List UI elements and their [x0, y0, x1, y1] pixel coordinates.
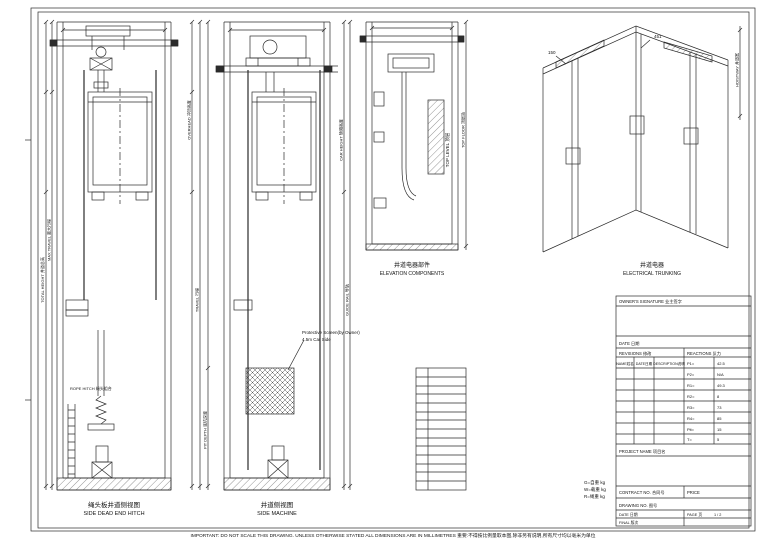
reaction-row-value: 42.5	[717, 361, 726, 366]
reaction-row-value: 5	[717, 437, 720, 442]
reaction-row-value: 85	[717, 416, 722, 421]
view-electrical-trunking	[542, 25, 729, 253]
reaction-row-label: Pit=	[687, 427, 695, 432]
note-car-side: 4.5m Car Side	[302, 337, 331, 342]
reaction-row-label: P2=	[687, 372, 695, 377]
sheet-border	[25, 7, 756, 532]
titleblock-pages-label: PAGE 页	[687, 512, 702, 517]
dim-label-max-travel: MAX TRAVEL 最大行程	[46, 219, 52, 261]
weights-line-3: R=绳重 kg	[584, 493, 605, 499]
titleblock-contract-no: CONTRACT NO. 合同号	[619, 489, 665, 496]
titleblock-final: FINAL 版次	[619, 520, 638, 525]
dim-number-150: 150	[548, 50, 556, 55]
reaction-row-label: T=	[687, 437, 692, 442]
rev-col-name: NAME姓名	[616, 361, 634, 366]
rev-col-description: DESCRIPTION说明	[653, 361, 685, 366]
dim-number-451: 451	[654, 34, 662, 39]
titleblock-date2: DATE 日期	[619, 512, 638, 517]
reaction-row-label: P1=	[687, 361, 695, 366]
reaction-row-value: N/A	[717, 372, 724, 377]
caption-dead-end-cn: 绳头板井道侧视图	[88, 500, 140, 509]
caption-side-machine-en: SIDE MACHINE	[257, 511, 297, 517]
title-block	[615, 295, 752, 527]
reaction-row-label: R2=	[687, 394, 695, 399]
label-top-level: TOP LEVEL 顶层	[445, 132, 451, 167]
dim-label-overhead: OVERHEAD 冲顶高度	[186, 100, 192, 140]
reaction-row-value: 8	[717, 394, 720, 399]
titleblock-owners-signature: OWNER'S SIGNATURE 业主签字	[619, 298, 682, 304]
dim-label-travel: TRAVEL 行程	[194, 288, 200, 312]
caption-trunking-en: ELECTRICAL TRUNKING	[623, 271, 681, 277]
labels: 绳头板井道侧视图 SIDE DEAD END HITCH 井道侧视图 SIDE …	[39, 34, 740, 539]
reaction-row-value: 15	[717, 427, 722, 432]
weights-line-2: W=载重 kg	[584, 486, 606, 493]
caption-dead-end-en: SIDE DEAD END HITCH	[83, 511, 144, 517]
dim-label-car-height: CAR HEIGHT 轿厢高度	[338, 119, 344, 161]
schedule-table	[415, 367, 467, 491]
sheet-bottom-note: IMPORTANT: DO NOT SCALE THIS DRAWING. UN…	[191, 532, 596, 539]
titleblock-pages-value: 1 / 2	[714, 513, 721, 517]
dim-label-guide-rail: GUIDE RAIL 导轨	[344, 284, 350, 316]
reaction-row-label: R4=	[687, 416, 695, 421]
view-side-machine	[215, 21, 338, 491]
view-side-dead-end-hitch	[49, 21, 179, 491]
dim-label-total-height: TOTAL HEIGHT 井道总高	[39, 257, 45, 303]
caption-components-en: ELEVATION COMPONENTS	[380, 271, 445, 277]
rev-col-date: DATE日期	[636, 361, 653, 366]
dim-label-pit-depth: PIT DEPTH 底坑深度	[202, 411, 208, 449]
titleblock-date: DATE 日期	[619, 341, 639, 347]
titleblock-reactions: REACTIONS 反力	[687, 350, 721, 357]
caption-side-machine-cn: 井道侧视图	[261, 500, 294, 509]
weights-line-1: G=自重 kg	[584, 479, 606, 486]
caption-trunking-cn: 井道电器	[640, 261, 664, 269]
note-protective-screen: Protective Screen(by Owner)	[302, 330, 360, 335]
view-elevation-components	[359, 21, 465, 251]
dim-label-hoistway: HOISTWAY 井道宽	[734, 53, 740, 87]
reaction-row-value: 73	[717, 405, 722, 410]
titleblock-drawing-no: DRAWING NO. 图号	[619, 503, 657, 509]
note-rope-hitch: ROPE HITCH 绳头组合	[70, 385, 112, 391]
dim-label-top-floor: TOP FLOOR 顶层站	[460, 112, 466, 148]
reaction-row-label: R3=	[687, 405, 695, 410]
caption-components-cn: 井道电器部件	[394, 261, 430, 269]
titleblock-price: PRICE	[687, 490, 700, 495]
titleblock-project-name: PROJECT NAME 项目名	[619, 448, 665, 455]
reaction-row-value: 49.3	[717, 383, 726, 388]
titleblock-revisions: REVISIONS 修改	[619, 350, 652, 357]
reaction-row-label: R1=	[687, 383, 695, 388]
dimension-chains	[43, 19, 743, 490]
